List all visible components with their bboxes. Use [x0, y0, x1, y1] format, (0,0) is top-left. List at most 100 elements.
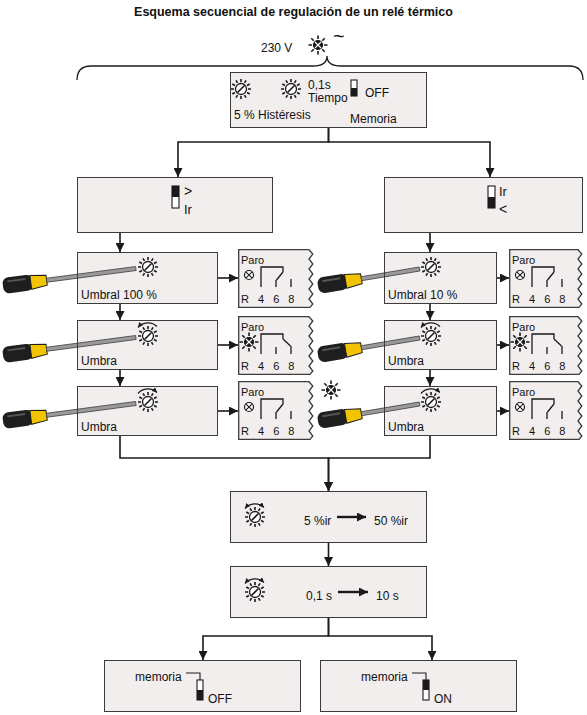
flow-arrow — [218, 410, 238, 412]
threshold-knob — [138, 257, 158, 277]
flow-arrow — [329, 436, 431, 491]
box-fill — [77, 177, 273, 233]
box-fill — [384, 386, 497, 436]
box-text: R 4 6 8 — [241, 424, 294, 438]
process-box: 0,1 s 10 s — [230, 566, 427, 618]
flow-arrow — [497, 344, 509, 346]
process-box: 5 %ir 50 %ir — [230, 491, 427, 543]
process-box: Umbra — [77, 386, 218, 436]
range-arrow — [337, 516, 366, 518]
box-fill — [104, 660, 301, 712]
flow-arrow — [119, 233, 121, 252]
box-text: OFF — [208, 692, 232, 706]
text-wrap: Umbra — [81, 417, 117, 435]
box-fill — [320, 660, 517, 712]
text-wrap: R 4 6 8 — [512, 356, 565, 374]
box-text: Ir — [499, 185, 507, 199]
flow-arrow — [119, 304, 121, 320]
threshold-knob — [421, 389, 441, 412]
box-text: Paro — [241, 253, 264, 267]
text-wrap: Ir — [184, 200, 192, 218]
relay-box: ParoR 4 6 8 — [238, 316, 314, 375]
process-box: 0,1sTiempo OFF 5 % Histéresis Memoria — [230, 72, 427, 128]
diagram-title: Esquema secuencial de regulación de un r… — [134, 5, 453, 19]
box-fill — [77, 386, 218, 436]
text-wrap: R 4 6 8 — [241, 289, 294, 307]
text-wrap: Umbra — [81, 351, 117, 369]
box-text: Paro — [512, 320, 535, 334]
label-wrap: ~ — [333, 29, 345, 47]
indicator-lamp — [322, 381, 341, 400]
relay-box: ParoR 4 6 8 — [509, 381, 583, 440]
box-text: R 4 6 8 — [241, 359, 294, 373]
relay-box: Paro R 4 6 8 — [509, 316, 583, 375]
memory-switch — [351, 80, 357, 96]
flow-arrow — [497, 410, 509, 412]
text-wrap: 5 % Histéresis — [234, 105, 311, 123]
box-text: Ir — [184, 203, 192, 217]
box-fill — [510, 317, 582, 375]
box-fill — [384, 177, 583, 233]
memory-switch-lever — [197, 690, 203, 700]
flow-arrow — [203, 618, 329, 660]
connectors — [120, 128, 509, 660]
text-wrap: R 4 6 8 — [512, 421, 565, 439]
leader-line — [412, 673, 426, 680]
box-text: Umbra — [81, 420, 117, 434]
box-text: 10 s — [376, 589, 399, 603]
flow-arrow — [429, 370, 431, 386]
box-text: 50 %ir — [374, 514, 408, 528]
range-arrow — [338, 591, 368, 593]
box-text: Paro — [241, 385, 264, 399]
text-wrap: Memoria — [350, 109, 397, 127]
text-wrap: Umbral 100 % — [81, 285, 157, 303]
box-text: Paro — [512, 253, 535, 267]
box-text: memoria — [135, 670, 182, 684]
supply-lamp — [309, 36, 328, 55]
text-wrap: Tiempo — [308, 88, 348, 106]
text-wrap: OFF — [208, 689, 232, 707]
text-wrap: ON — [434, 689, 452, 707]
mode-switch-lever — [172, 186, 179, 197]
text-wrap: < — [499, 200, 507, 218]
flow-arrow — [497, 277, 509, 279]
box-text: Umbral 10 % — [388, 288, 457, 302]
text-wrap: > — [184, 182, 192, 200]
box-text: 0,1 s — [306, 589, 332, 603]
box-text: Umbra — [81, 354, 117, 368]
threshold-knob — [138, 323, 158, 346]
threshold-knob — [421, 323, 441, 346]
relay-outline — [510, 382, 582, 440]
box-text: Umbra — [388, 354, 424, 368]
box-text: R 4 6 8 — [241, 292, 294, 306]
flow-arrow — [119, 370, 121, 386]
text-wrap: 5 %ir — [304, 511, 331, 529]
box-fill — [239, 250, 313, 308]
node-fills — [77, 72, 583, 712]
relay-box: Paro R 4 6 8 — [238, 249, 314, 308]
flow-arrow — [178, 128, 329, 177]
supply-label: ~ — [333, 29, 345, 43]
memory-switch-lever — [423, 680, 429, 690]
memory-switch-lever — [351, 88, 357, 96]
text-wrap: R 4 6 8 — [241, 421, 294, 439]
supply-brace — [77, 56, 583, 80]
relay-outline — [239, 317, 313, 375]
box-text: Tiempo — [308, 91, 348, 105]
memory-switch — [423, 680, 429, 700]
box-text: OFF — [365, 86, 389, 100]
text-wrap: 0,1s — [308, 75, 331, 93]
box-text: R 4 6 8 — [512, 359, 565, 373]
box-text: Memoria — [350, 112, 397, 126]
box-text: 5 %ir — [304, 514, 331, 528]
flow-arrow — [429, 304, 431, 320]
box-text: 0,1s — [308, 78, 331, 92]
relay-outline — [510, 250, 582, 308]
box-fill — [239, 317, 313, 375]
relay-symbol — [245, 399, 292, 419]
flow-arrow — [329, 618, 433, 660]
box-fill — [77, 252, 218, 304]
mode-switch — [172, 186, 179, 208]
process-box: memoriaON — [320, 660, 517, 712]
